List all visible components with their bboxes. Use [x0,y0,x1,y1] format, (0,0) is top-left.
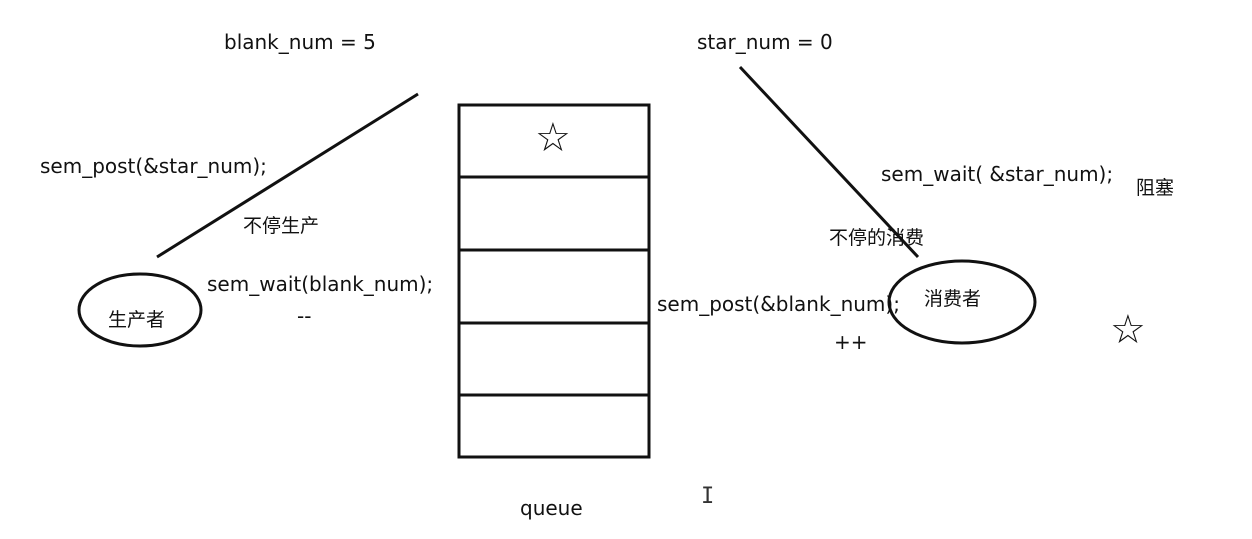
producer-connector-line [156,92,419,259]
consumer-label: 消费者 [924,288,982,310]
consumed-star-icon: ☆ [1110,307,1146,353]
queue-slot [457,175,651,252]
blank-num-label: blank_num = 5 [224,30,376,54]
consumer-blocked-note: 阻塞 [1136,177,1175,199]
producer-ellipse [77,272,203,348]
consumer-ellipse [887,259,1037,345]
consumer-post-call: sem_post(&blank_num); [657,292,900,316]
text-cursor-icon: I [701,484,715,509]
producer-decrement-op: -- [297,304,312,328]
queue-slot [457,248,651,325]
consumer-wait-call: sem_wait( &star_num); [881,162,1114,186]
queue-slot [457,321,651,397]
producer-label: 生产者 [108,309,166,331]
producer-note: 不停生产 [243,215,320,237]
producer-wait-call: sem_wait(blank_num); [207,272,434,296]
star-num-label: star_num = 0 [697,30,833,54]
consumer-connector-line [738,65,920,259]
consumer-increment-op: ++ [834,330,868,354]
producer-post-call: sem_post(&star_num); [40,154,267,178]
queue-slot [457,393,651,459]
queue-star-icon: ☆ [535,115,571,161]
consumer-note: 不停的消费 [829,227,925,249]
queue-label: queue [520,496,583,520]
